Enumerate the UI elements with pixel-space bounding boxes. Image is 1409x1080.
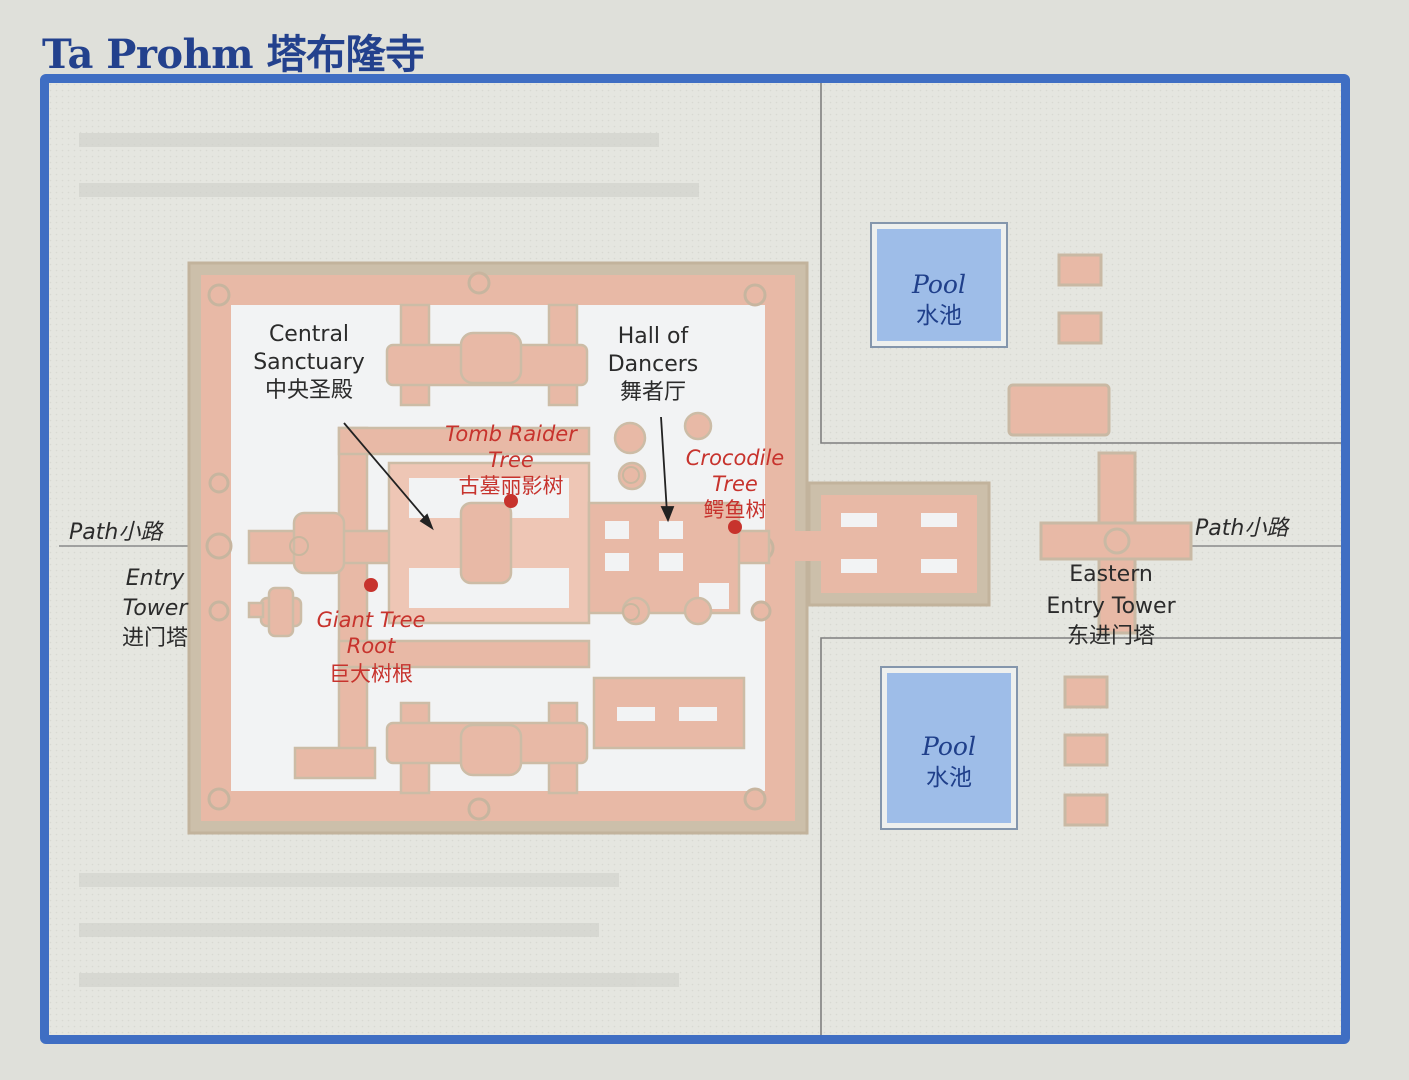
pool-labels: Pool 水池 Pool 水池 (911, 270, 976, 791)
pool-north-label-2: 水池 (916, 303, 962, 329)
pool-north (870, 222, 1008, 348)
pool-south (880, 666, 1018, 830)
entry-tower-label-1: Entry (126, 566, 186, 591)
crocodile-tree-marker[interactable] (728, 520, 742, 534)
central-sanctuary-label-2: Sanctuary (253, 350, 365, 375)
hall-of-dancers-label-1: Hall of (618, 324, 690, 349)
map-frame: Path小路 Path小路 Entry Tower 进门塔 Central Sa… (40, 74, 1350, 1044)
background-bleed (79, 133, 699, 987)
crocodile-tree-label-3: 鳄鱼树 (704, 498, 767, 522)
tomb-raider-tree-label-3: 古墓丽影树 (459, 474, 564, 498)
pool-south-label-1: Pool (921, 732, 976, 761)
temple-map: Path小路 Path小路 Entry Tower 进门塔 Central Sa… (49, 83, 1341, 1035)
tomb-raider-tree-label-2: Tree (488, 448, 534, 472)
entry-tower-label-2: Tower (123, 596, 190, 621)
giant-tree-root-marker[interactable] (364, 578, 378, 592)
enclosure-lines (820, 83, 1341, 1035)
eastern-entry-tower-structure (1039, 451, 1193, 635)
pool-north-label-1: Pool (911, 270, 966, 299)
eastern-entry-tower-label-3: 东进门塔 (1067, 624, 1155, 649)
crocodile-tree-label-2: Tree (712, 472, 758, 496)
path-west-label: Path小路 (69, 520, 164, 545)
giant-tree-root-label-2: Root (347, 634, 396, 658)
page-title: Ta Prohm 塔布隆寺 (42, 31, 425, 78)
entry-tower-label-3: 进门塔 (122, 626, 188, 651)
poi-labels: Tomb Raider Tree 古墓丽影树 Crocodile Tree 鳄鱼… (317, 422, 785, 686)
poi-dots (364, 494, 742, 592)
eastern-entry-tower-label-1: Eastern (1069, 562, 1153, 587)
tomb-raider-tree-label-1: Tomb Raider (445, 422, 578, 446)
crocodile-tree-label-1: Crocodile (686, 446, 784, 470)
tomb-raider-tree-marker[interactable] (504, 494, 518, 508)
labels: Path小路 Path小路 Entry Tower 进门塔 Central Sa… (69, 322, 1290, 651)
small-buildings (1007, 253, 1111, 827)
leader-lines (343, 416, 675, 531)
temple-complex (187, 261, 809, 835)
east-gate-building (789, 481, 991, 607)
central-sanctuary-label-3: 中央圣殿 (265, 378, 353, 403)
giant-tree-root-label-3: 巨大树根 (329, 662, 413, 686)
giant-tree-root-label-1: Giant Tree (317, 608, 426, 632)
pool-south-label-2: 水池 (926, 765, 972, 791)
eastern-entry-tower-label-2: Entry Tower (1046, 594, 1176, 619)
central-sanctuary-label-1: Central (269, 322, 349, 347)
path-east-label: Path小路 (1195, 516, 1290, 541)
hall-of-dancers-label-3: 舞者厅 (620, 380, 686, 405)
hall-of-dancers-label-2: Dancers (608, 352, 699, 377)
